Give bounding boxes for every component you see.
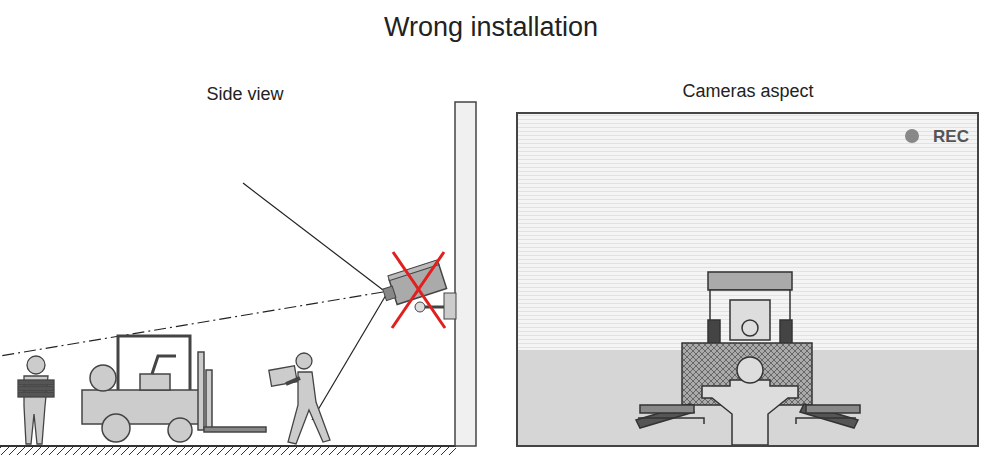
view-label: Side view — [145, 84, 345, 105]
title: Wrong installation — [0, 12, 982, 43]
camera-view-panel: Cameras aspect REC — [516, 112, 979, 447]
rec-indicator: REC — [933, 127, 969, 147]
panel-heading: Cameras aspect — [618, 81, 878, 102]
